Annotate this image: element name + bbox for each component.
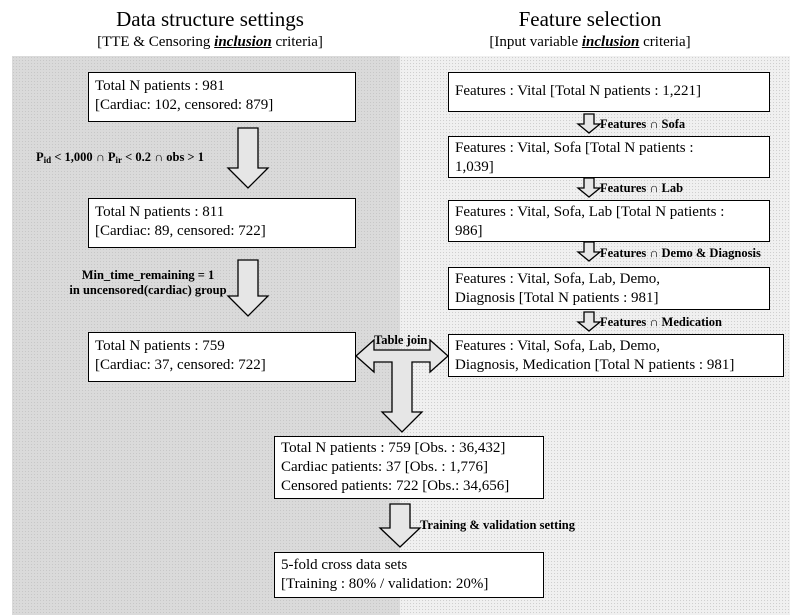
bottom-box2-line1: 5-fold cross data sets bbox=[281, 557, 408, 573]
right-step4-label: Features ∩ Medication bbox=[600, 315, 722, 329]
left-subtitle-emph: inclusion bbox=[214, 34, 272, 50]
right-box5-line2: Diagnosis, Medication [Total N patients … bbox=[455, 357, 735, 373]
left-box3-line2: [Cardiac: 37, censored: 722] bbox=[95, 357, 266, 373]
right-box-all-features: Features : Vital, Sofa, Lab, Demo, Diagn… bbox=[448, 334, 784, 377]
right-title: Feature selection bbox=[518, 7, 662, 31]
bottom-box1-line1: Total N patients : 759 [Obs. : 36,432] bbox=[281, 440, 506, 456]
right-box4-line2: Diagnosis [Total N patients : 981] bbox=[455, 290, 659, 306]
left-step2-line2: in uncensored(cardiac) group bbox=[69, 283, 227, 297]
left-box2-line2: [Cardiac: 89, censored: 722] bbox=[95, 223, 266, 239]
left-step1-p1: P bbox=[36, 150, 44, 164]
bottom-box2-line2: [Training : 80% / validation: 20%] bbox=[281, 576, 489, 592]
left-subtitle-pre: [TTE & Censoring bbox=[97, 34, 215, 50]
right-subtitle-pre: [Input variable bbox=[489, 34, 582, 50]
down-arrow-right-4 bbox=[576, 311, 602, 332]
bottom-step-label: Training & validation setting bbox=[420, 518, 575, 532]
right-box5-line1: Features : Vital, Sofa, Lab, Demo, bbox=[455, 338, 661, 354]
bottom-box-summary: Total N patients : 759 [Obs. : 36,432] C… bbox=[274, 436, 544, 499]
right-subtitle-post: criteria] bbox=[639, 34, 691, 50]
right-box2-line2: 1,039] bbox=[455, 159, 494, 175]
table-join-label: Table join bbox=[374, 333, 428, 347]
right-box4-line1: Features : Vital, Sofa, Lab, Demo, bbox=[455, 271, 661, 287]
left-step2-line1: Min_time_remaining = 1 bbox=[81, 268, 215, 282]
right-subtitle-emph: inclusion bbox=[581, 34, 640, 50]
bottom-box1-line2: Cardiac patients: 37 [Obs. : 1,776] bbox=[281, 459, 489, 475]
bottom-box1-line3: Censored patients: 722 [Obs.: 34,656] bbox=[281, 478, 510, 494]
bottom-box-cv-sets: 5-fold cross data sets [Training : 80% /… bbox=[274, 552, 544, 598]
down-arrow-right-2 bbox=[576, 177, 602, 198]
right-subtitle: [Input variable inclusion criteria] bbox=[420, 33, 760, 51]
down-arrow-left-1 bbox=[226, 127, 270, 189]
down-arrow-right-3 bbox=[576, 241, 602, 262]
right-box2-line1: Features : Vital, Sofa [Total N patients… bbox=[455, 140, 694, 156]
table-join-arrow bbox=[355, 338, 449, 433]
left-box3-line1: Total N patients : 759 bbox=[95, 338, 225, 354]
left-step2-label: Min_time_remaining = 1 in uncensored(car… bbox=[58, 268, 238, 298]
left-subtitle: [TTE & Censoring inclusion criteria] bbox=[40, 33, 380, 51]
left-box1-line2: [Cardiac: 102, censored: 879] bbox=[95, 97, 274, 113]
left-step1-sub1: id bbox=[43, 155, 52, 165]
right-box-vital: Features : Vital [Total N patients : 1,2… bbox=[448, 72, 770, 112]
left-title: Data structure settings bbox=[116, 7, 304, 31]
left-box2-line1: Total N patients : 811 bbox=[95, 204, 225, 220]
right-box-vital-sofa: Features : Vital, Sofa [Total N patients… bbox=[448, 136, 770, 178]
left-step1-mid: < 1,000 ∩ P bbox=[51, 150, 116, 164]
right-box3-line2: 986] bbox=[455, 223, 483, 239]
left-box-total-811: Total N patients : 811 [Cardiac: 89, cen… bbox=[88, 198, 356, 248]
right-step1-label: Features ∩ Sofa bbox=[600, 117, 686, 131]
left-subtitle-post: criteria] bbox=[271, 34, 323, 50]
left-step1-post: < 0.2 ∩ obs > 1 bbox=[122, 150, 204, 164]
left-step1-sub2: ir bbox=[115, 155, 123, 165]
right-box-vital-sofa-lab: Features : Vital, Sofa, Lab [Total N pat… bbox=[448, 200, 770, 242]
right-step3-label: Features ∩ Demo & Diagnosis bbox=[600, 246, 761, 260]
left-box1-line1: Total N patients : 981 bbox=[95, 78, 225, 94]
right-step2-label: Features ∩ Lab bbox=[600, 181, 684, 195]
left-box-total-981: Total N patients : 981 [Cardiac: 102, ce… bbox=[88, 72, 356, 122]
down-arrow-bottom bbox=[378, 503, 422, 548]
right-box1-line1: Features : Vital [Total N patients : 1,2… bbox=[455, 83, 702, 99]
down-arrow-right-1 bbox=[576, 113, 602, 134]
left-step1-label: Pid < 1,000 ∩ Pir < 0.2 ∩ obs > 1 bbox=[36, 150, 204, 168]
right-box-vital-sofa-lab-demo: Features : Vital, Sofa, Lab, Demo, Diagn… bbox=[448, 267, 770, 310]
down-arrow-left-2 bbox=[226, 259, 270, 317]
left-box-total-759: Total N patients : 759 [Cardiac: 37, cen… bbox=[88, 332, 356, 382]
right-box3-line1: Features : Vital, Sofa, Lab [Total N pat… bbox=[455, 204, 725, 220]
